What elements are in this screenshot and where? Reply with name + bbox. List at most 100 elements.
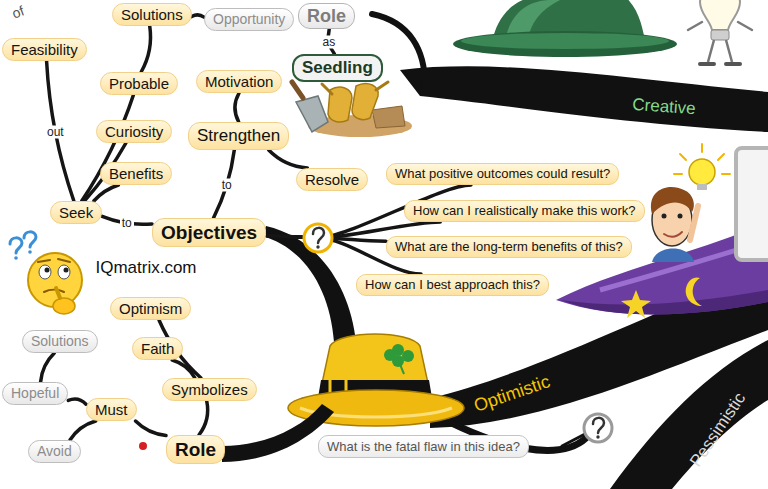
branch-line [41, 353, 55, 382]
node-text: Seek [59, 203, 93, 222]
node-text: Motivation [205, 72, 273, 91]
thinking-face [24, 232, 36, 247]
question-box: How can I realistically make this work? [404, 200, 645, 222]
main-keyword-box: Role [166, 435, 225, 464]
branch-line [172, 360, 195, 378]
question-box: What is the fatal flaw in this idea? [318, 435, 529, 458]
green-hat [461, 33, 669, 49]
side-panel [736, 148, 768, 260]
faded-keyword-box: Solutions [22, 330, 98, 353]
role-branch [222, 404, 334, 462]
node-text: Faith [141, 339, 174, 358]
branch-label: IQmatrix.com [95, 258, 196, 278]
keyword-box: Optimism [110, 297, 191, 320]
thinking-face [28, 250, 32, 254]
node-text: Curiosity [105, 122, 163, 141]
branch-label: Pessimistic [686, 389, 750, 471]
edge-label: as [321, 36, 338, 49]
branch-line [94, 185, 119, 201]
edge-label: to [220, 178, 234, 191]
thinking-face [28, 253, 82, 307]
keyword-box: Symbolizes [162, 378, 257, 401]
keyword-box: Benefits [100, 162, 172, 185]
node-text: What is the fatal flaw in this idea? [327, 437, 520, 456]
question-icon [316, 245, 319, 248]
keyword-box: Probable [100, 72, 178, 95]
thinking-face [64, 268, 69, 273]
node-text: Seedling [302, 57, 373, 79]
thinking-face [39, 265, 51, 279]
branch-line [213, 150, 234, 218]
lightbulb-figure [711, 30, 729, 40]
branch-line [269, 150, 308, 168]
seedling-illustration [296, 96, 328, 132]
branch-label: of [10, 2, 26, 21]
question-icon [304, 224, 332, 252]
branch-line [136, 421, 166, 435]
faded-keyword-box: Role [298, 3, 355, 29]
seedling-box: Seedling [292, 54, 383, 82]
node-text: Hopeful [11, 384, 59, 403]
lightbulb-figure [688, 22, 752, 30]
keyword-box: Must [86, 398, 137, 421]
branch-label: Optimistic [471, 371, 553, 417]
node-text: Must [95, 400, 128, 419]
keyword-box: Curiosity [96, 120, 172, 143]
role-branch [222, 404, 334, 462]
thinking-person [674, 144, 730, 174]
wizard-hat [560, 290, 768, 315]
node-text: Resolve [305, 170, 359, 189]
node-text: What positive outcomes could result? [395, 165, 610, 183]
node-text: Strengthen [197, 124, 280, 148]
creative-branch [372, 14, 768, 132]
seedling-illustration [292, 82, 303, 98]
lightbulb-figure [700, 62, 740, 66]
thinking-face [10, 232, 82, 314]
node-text: Optimism [119, 299, 182, 318]
seedling-illustration [372, 106, 405, 128]
node-text: Symbolizes [171, 380, 248, 399]
keyword-box: Feasibility [2, 38, 87, 61]
question-box: What positive outcomes could result? [386, 163, 619, 185]
edge-label: out [45, 125, 66, 138]
node-text: Role [175, 437, 216, 462]
thinking-face [38, 259, 70, 262]
seedling-illustration [292, 82, 412, 137]
seedling-illustration [322, 82, 388, 94]
branch-line [235, 93, 239, 122]
node-text: Role [307, 5, 346, 27]
keyword-box: Strengthen [188, 122, 289, 150]
lightbulb-figure [700, 0, 740, 30]
thinking-face [14, 256, 18, 260]
question-icon [584, 414, 612, 442]
keyword-box: Seek [50, 201, 102, 224]
node-text: Benefits [109, 164, 163, 183]
junction-dot [139, 442, 147, 450]
node-text: What are the long-term benefits of this? [395, 238, 623, 256]
thinking-person [697, 184, 707, 190]
thinking-person [652, 249, 694, 263]
yellow-hat [399, 362, 404, 374]
node-text: Solutions [121, 5, 183, 24]
node-text: Probable [109, 74, 169, 93]
faded-keyword-box: Opportunity [204, 8, 294, 31]
main-keyword-box: Objectives [152, 218, 266, 247]
thinking-person [664, 232, 682, 237]
thinking-person [689, 159, 715, 185]
yellow-hat [384, 349, 396, 361]
keyword-box: Solutions [112, 3, 192, 26]
pessimistic-branch [430, 340, 768, 489]
question-icon [584, 414, 612, 442]
question-box: What are the long-term benefits of this? [386, 236, 632, 258]
green-hat [453, 0, 677, 57]
lightbulb-figure [688, 0, 752, 64]
branch-line [82, 95, 134, 201]
question-icon [313, 228, 324, 243]
thinking-face [44, 290, 64, 292]
pessimistic-branch [610, 340, 768, 489]
pessimistic-branch [562, 434, 585, 446]
wizard-hat [686, 277, 702, 306]
creative-branch [400, 66, 768, 132]
